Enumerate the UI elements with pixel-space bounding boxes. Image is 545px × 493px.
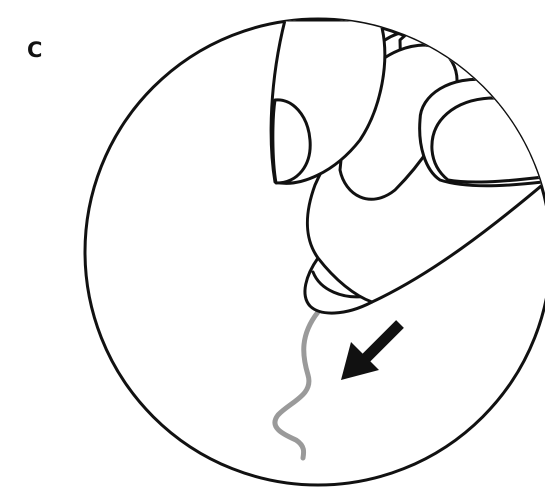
thumbnail bbox=[432, 98, 545, 182]
